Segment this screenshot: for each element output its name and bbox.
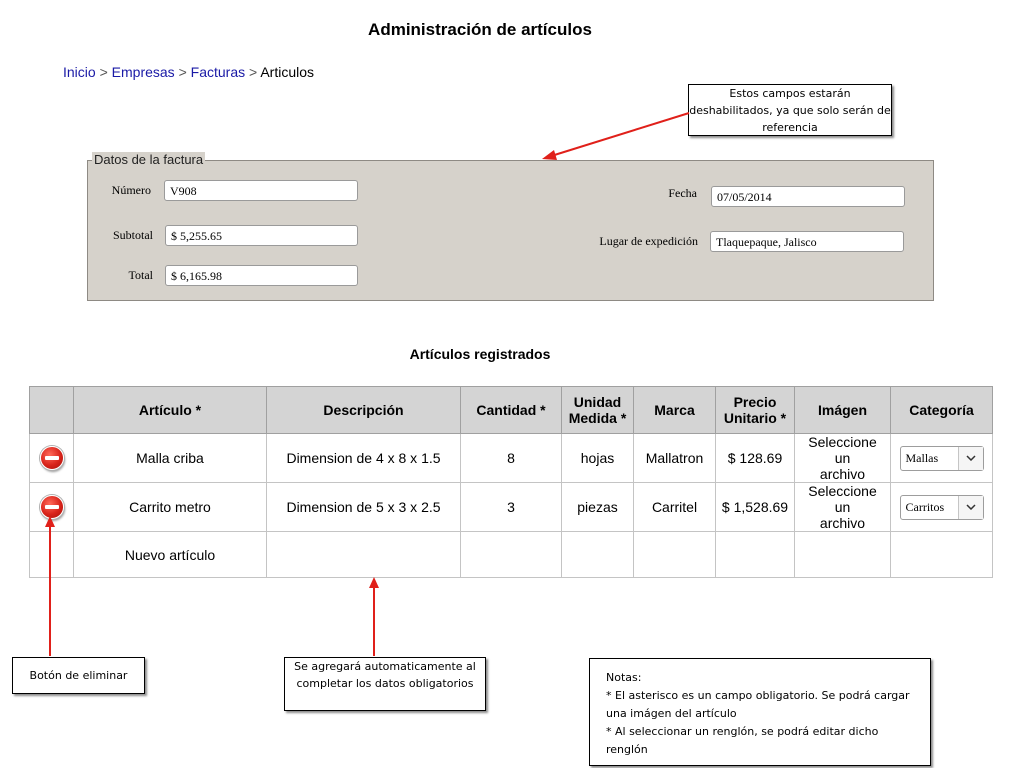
arrow-head [369, 577, 379, 588]
fecha-field[interactable]: 07/05/2014 [711, 186, 905, 207]
empty-cell [561, 531, 634, 578]
chevron-down-icon [957, 446, 983, 470]
header-precio-line2: Unitario * [723, 410, 787, 426]
delete-cell [29, 482, 74, 532]
breadcrumb-empresas-link[interactable]: Empresas [111, 64, 175, 80]
notes-line-2: * Al seleccionar un renglón, se podrá ed… [606, 725, 879, 756]
table-row[interactable]: Carrito metro Dimension de 5 x 3 x 2.5 3… [29, 482, 993, 532]
fecha-label: Fecha [668, 186, 697, 200]
header-precio-line1: Precio [733, 394, 777, 410]
breadcrumb-separator: > [249, 64, 258, 80]
header-cantidad[interactable]: Cantidad * [460, 386, 562, 434]
cell-articulo[interactable]: Carrito metro [73, 482, 267, 532]
select-file-line2: archivo [819, 466, 866, 482]
header-actions [29, 386, 74, 434]
header-categoria[interactable]: Categoría [890, 386, 993, 434]
annotation-disabled-fields: Estos campos estarán deshabilitados, ya … [688, 84, 892, 136]
total-field[interactable]: $ 6,165.98 [165, 265, 358, 286]
annotation-general-notes: Notas: * El asterisco es un campo obliga… [589, 658, 931, 766]
notes-line-1: * El asterisco es un campo obligatorio. … [606, 689, 910, 720]
empty-cell [29, 531, 74, 578]
delete-cell [29, 433, 74, 483]
cell-categoria: Carritos [890, 482, 993, 532]
empty-cell [715, 531, 795, 578]
header-unidad-line1: Unidad [573, 394, 622, 410]
invoice-legend: Datos de la factura [92, 152, 206, 167]
header-descripcion[interactable]: Descripción [266, 386, 461, 434]
header-precio[interactable]: Precio Unitario * [715, 386, 795, 434]
annotation-auto-add: Se agregará automaticamente al completar… [284, 657, 486, 711]
numero-label: Número [111, 183, 151, 197]
header-marca[interactable]: Marca [633, 386, 716, 434]
header-unidad[interactable]: Unidad Medida * [561, 386, 634, 434]
arrow-line [547, 112, 690, 158]
cell-unidad[interactable]: hojas [561, 433, 634, 483]
subtotal-field[interactable]: $ 5,255.65 [165, 225, 358, 246]
categoria-select-value: Mallas [905, 450, 939, 465]
table-row[interactable]: Malla criba Dimension de 4 x 8 x 1.5 8 h… [29, 433, 993, 483]
cell-marca[interactable]: Mallatron [633, 433, 716, 483]
new-article-row[interactable]: Nuevo artículo [29, 531, 993, 578]
empty-cell [266, 531, 461, 578]
cell-cantidad[interactable]: 3 [460, 482, 562, 532]
empty-cell [890, 531, 993, 578]
cell-descripcion[interactable]: Dimension de 5 x 3 x 2.5 [266, 482, 461, 532]
new-article-cell[interactable]: Nuevo artículo [73, 531, 267, 578]
breadcrumb-separator: > [99, 64, 108, 80]
delete-button[interactable] [39, 446, 64, 470]
arrow-head [542, 150, 557, 160]
empty-cell [460, 531, 562, 578]
empty-cell [794, 531, 891, 578]
categoria-select[interactable]: Mallas [899, 445, 984, 471]
categoria-select[interactable]: Carritos [899, 494, 984, 520]
articles-table: Artículo * Descripción Cantidad * Unidad… [29, 386, 993, 578]
categoria-select-value: Carritos [905, 499, 945, 514]
annotation-delete-button: Botón de eliminar [12, 657, 145, 694]
delete-button[interactable] [39, 495, 64, 519]
breadcrumb-facturas-link[interactable]: Facturas [190, 64, 246, 80]
chevron-down-icon [957, 495, 983, 519]
table-title: Artículos registrados [409, 346, 551, 362]
select-file-line1: Seleccione un [808, 483, 877, 515]
cell-categoria: Mallas [890, 433, 993, 483]
cell-cantidad[interactable]: 8 [460, 433, 562, 483]
cell-articulo[interactable]: Malla criba [73, 433, 267, 483]
header-articulo[interactable]: Artículo * [73, 386, 267, 434]
select-file-line1: Seleccione un [808, 434, 877, 466]
breadcrumb-current: Articulos [260, 64, 315, 80]
cell-imagen-select-file[interactable]: Seleccione un archivo [794, 433, 891, 483]
page-title: Administración de artículos [368, 20, 592, 39]
total-label: Total [128, 268, 154, 282]
cell-descripcion[interactable]: Dimension de 4 x 8 x 1.5 [266, 433, 461, 483]
breadcrumb-inicio-link[interactable]: Inicio [63, 64, 96, 80]
cell-imagen-select-file[interactable]: Seleccione un archivo [794, 482, 891, 532]
header-unidad-line2: Medida * [568, 410, 627, 426]
cell-unidad[interactable]: piezas [561, 482, 634, 532]
lugar-label: Lugar de expedición [599, 234, 698, 248]
notes-title: Notas: [606, 671, 642, 684]
breadcrumb: Inicio > Empresas > Facturas > Articulos [63, 64, 314, 80]
select-file-line2: archivo [819, 515, 866, 531]
empty-cell [633, 531, 716, 578]
lugar-field[interactable]: Tlaquepaque, Jalisco [710, 231, 904, 252]
cell-precio[interactable]: $ 128.69 [715, 433, 795, 483]
numero-field[interactable]: V908 [164, 180, 358, 201]
table-header-row: Artículo * Descripción Cantidad * Unidad… [29, 386, 993, 434]
header-imagen[interactable]: Imágen [794, 386, 891, 434]
subtotal-label: Subtotal [112, 228, 153, 242]
breadcrumb-separator: > [178, 64, 187, 80]
cell-precio[interactable]: $ 1,528.69 [715, 482, 795, 532]
cell-marca[interactable]: Carritel [633, 482, 716, 532]
